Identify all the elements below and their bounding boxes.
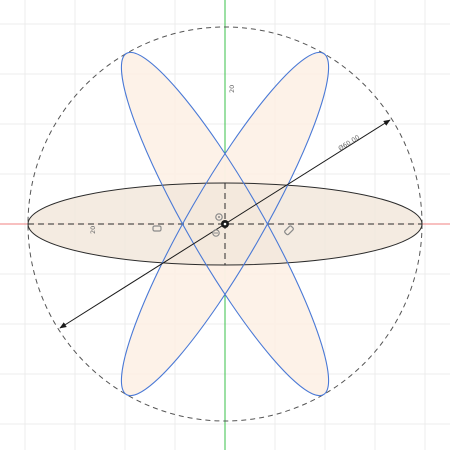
- vertical-axis-dimension-label[interactable]: 20: [228, 85, 236, 93]
- coincident-constraint-icon[interactable]: [212, 229, 220, 237]
- horizontal-constraint-icon[interactable]: [152, 225, 162, 232]
- diagonal-constraint-icon[interactable]: [284, 225, 294, 236]
- fix-constraint-icon[interactable]: [215, 213, 223, 221]
- horizontal-axis-dimension-label[interactable]: 20: [89, 226, 97, 234]
- diameter-dimension-label[interactable]: Ø60.00: [337, 133, 361, 152]
- origin-icon[interactable]: [221, 220, 229, 228]
